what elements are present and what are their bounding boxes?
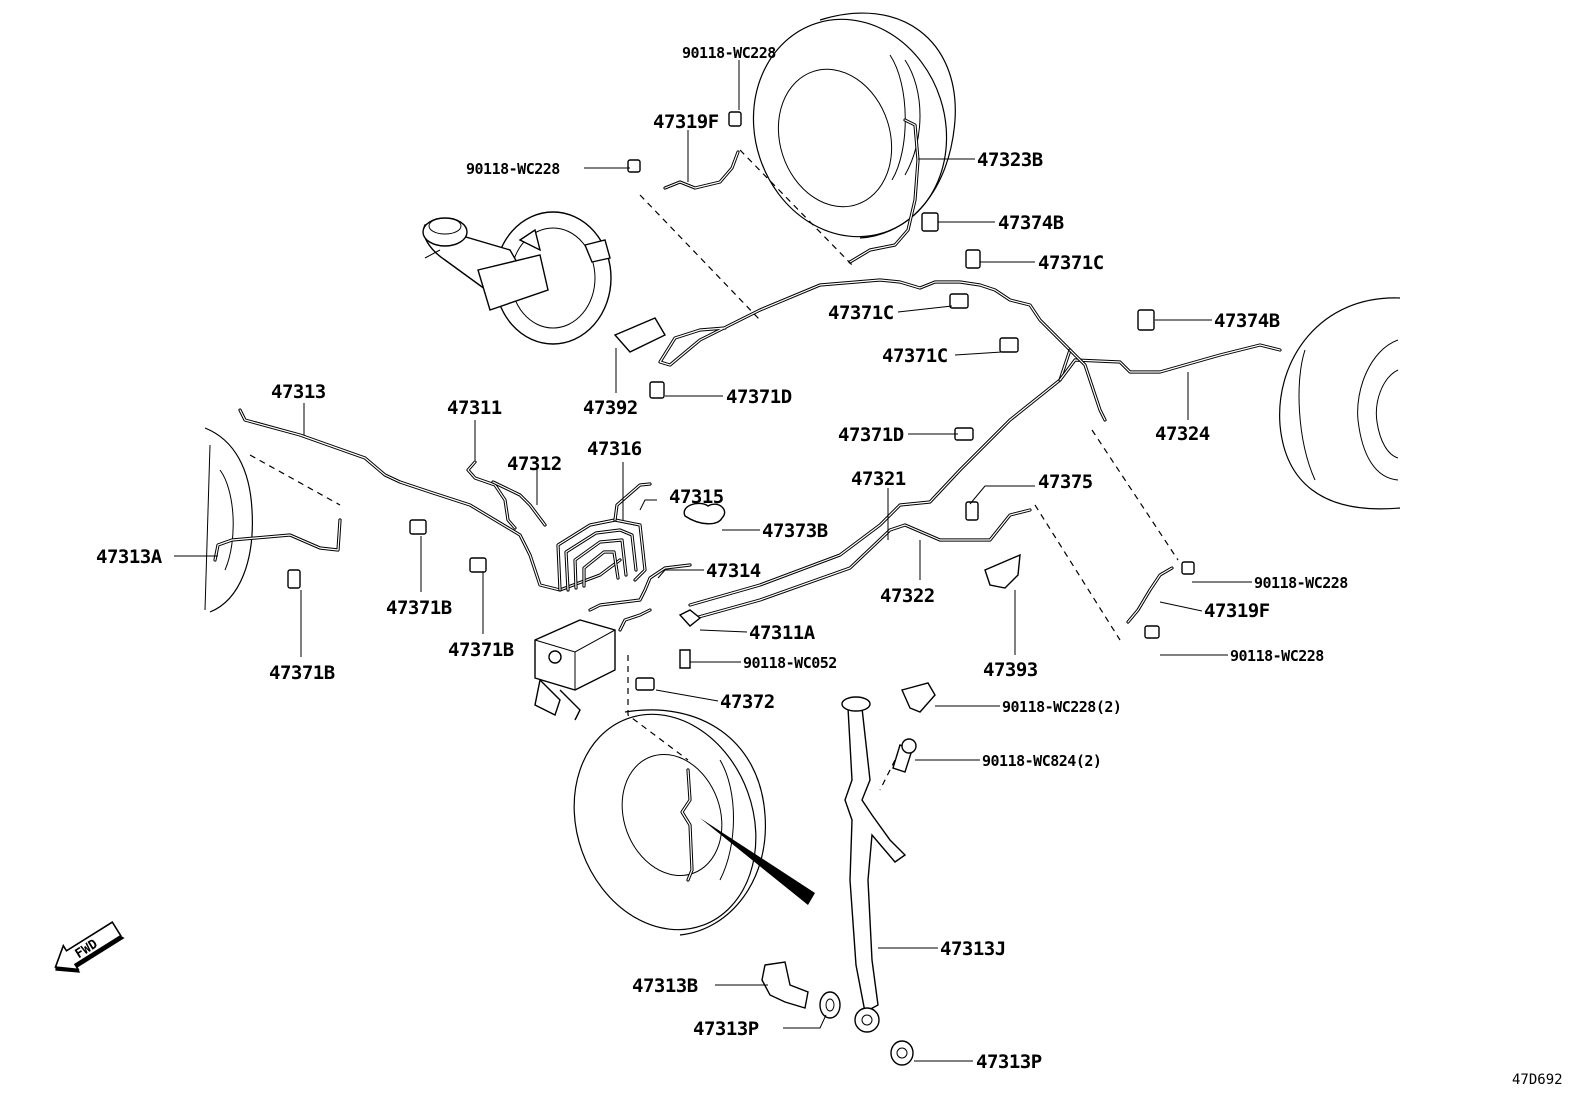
label-47323b: 47323B (977, 149, 1043, 171)
label-47313j: 47313J (940, 938, 1006, 960)
fwd-arrow: FWD (54, 921, 125, 973)
label-90118-wc228-right-upper: 90118-WC228 (1254, 574, 1348, 592)
label-47371c-lower: 47371C (882, 345, 948, 367)
rear-right-tire (1279, 297, 1401, 510)
clamps-and-fittings (287, 111, 1195, 1066)
label-47313a: 47313A (96, 546, 163, 568)
label-47319f-lower: 47319F (1204, 600, 1270, 622)
label-47371c-middle: 47371C (828, 302, 894, 324)
label-47319f-upper: 47319F (653, 111, 719, 133)
label-47373b: 47373B (762, 520, 828, 542)
label-47313: 47313 (271, 381, 326, 403)
label-47311: 47311 (447, 397, 502, 419)
front-left-tire (204, 427, 253, 613)
label-90118-wc228-left: 90118-WC228 (466, 160, 560, 178)
label-47311a: 47311A (749, 622, 816, 644)
label-47392: 47392 (583, 397, 638, 419)
label-47371c-upper: 47371C (1038, 252, 1104, 274)
label-47375: 47375 (1038, 471, 1093, 493)
label-47324: 47324 (1155, 423, 1210, 445)
label-90118-wc228-2: 90118-WC228(2) (1002, 698, 1121, 716)
part-labels: 90118-WC228 47319F 90118-WC228 47323B 47… (96, 44, 1349, 1073)
label-47374b-right: 47374B (1214, 310, 1280, 332)
label-47374b-upper: 47374B (998, 212, 1064, 234)
label-47313p-left: 47313P (693, 1018, 759, 1040)
brake-pipes (213, 118, 1282, 882)
dashed-leaders (249, 149, 1179, 791)
label-47371b-lower-center: 47371B (448, 639, 514, 661)
label-47313b: 47313B (632, 975, 698, 997)
label-47371d-lower: 47371D (838, 424, 904, 446)
front-right-tire (573, 709, 766, 936)
label-47322: 47322 (880, 585, 935, 607)
label-47372: 47372 (720, 691, 775, 713)
label-90118-wc824-2: 90118-WC824(2) (982, 752, 1101, 770)
label-90118-wc228-right-lower: 90118-WC228 (1230, 647, 1324, 665)
label-47312: 47312 (507, 453, 562, 475)
label-47313p-right: 47313P (976, 1051, 1042, 1073)
label-47316: 47316 (587, 438, 642, 460)
label-47321: 47321 (851, 468, 906, 490)
reference-code: 47D692 (1512, 1072, 1563, 1088)
brake-booster-master-cylinder (422, 211, 612, 345)
flex-hose-47313J (841, 696, 907, 1033)
label-47314: 47314 (706, 560, 761, 582)
label-47371b-left: 47371B (269, 662, 335, 684)
label-47315: 47315 (669, 486, 724, 508)
label-47371b-center: 47371B (386, 597, 452, 619)
leader-lines (174, 60, 1252, 1062)
label-47393: 47393 (983, 659, 1038, 681)
rear-left-tire (752, 12, 956, 239)
abs-actuator (534, 619, 616, 721)
label-90118-wc228-top: 90118-WC228 (682, 44, 776, 62)
label-47371d-upper: 47371D (726, 386, 792, 408)
label-90118-wc052: 90118-WC052 (743, 654, 837, 672)
